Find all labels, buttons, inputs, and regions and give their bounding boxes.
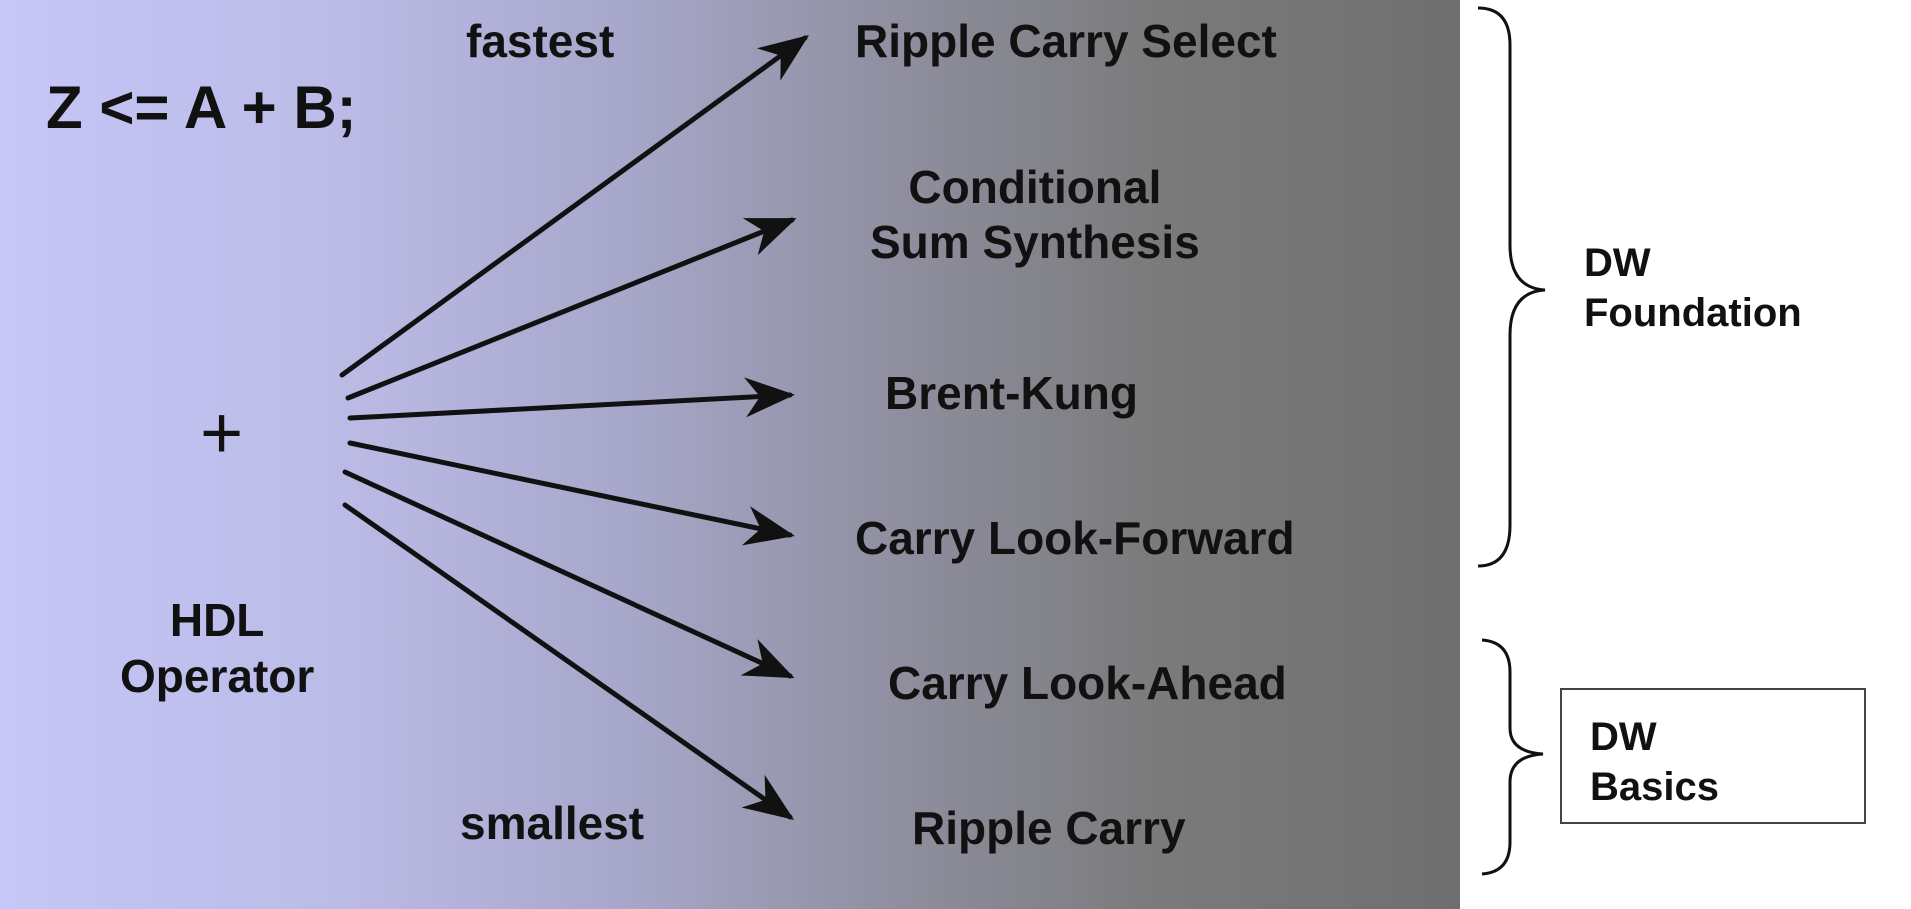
arrow-to-ripple-carry-select [339,35,810,378]
arrow-to-carry-look-ahead [342,469,795,679]
brace-dw-basics [1481,638,1544,876]
dw-basics-box [1560,688,1866,824]
arrow-to-brent-kung [347,377,795,421]
group-dw-foundation: DW Foundation [1584,238,1802,338]
hdl-expression: Z <= A + B; [46,74,357,141]
arch-carry-look-ahead: Carry Look-Ahead [888,657,1287,709]
arrow-to-carry-look-forward [347,440,795,546]
gradient-panel [0,0,1460,909]
brace-dw-foundation [1477,6,1546,568]
operator-label-line-2: Operator [120,650,315,703]
group-dw-basics-line-2: Basics [1590,765,1719,809]
operator-symbol: + [200,391,244,474]
arch-conditional-sum-synthesis: Conditional Sum Synthesis [870,160,1200,270]
label-smallest: smallest [460,797,645,849]
arrow-to-ripple-carry [342,502,795,820]
arrow-to-conditional-sum [345,217,797,401]
group-dw-foundation-line-2: Foundation [1584,291,1802,335]
arch-ripple-carry-select: Ripple Carry Select [855,15,1277,67]
label-fastest: fastest [466,15,615,67]
group-dw-foundation-line-1: DW [1584,241,1651,285]
arch-conditional-line-2: Sum Synthesis [870,216,1200,269]
arch-brent-kung: Brent-Kung [885,367,1138,419]
arch-conditional-line-1: Conditional [908,161,1162,213]
group-dw-basics: DW Basics [1590,712,1719,812]
group-dw-basics-line-1: DW [1590,715,1657,759]
arch-carry-look-forward: Carry Look-Forward [855,512,1295,564]
arch-ripple-carry: Ripple Carry [912,802,1186,854]
operator-label: HDL Operator [120,592,314,704]
operator-label-line-1: HDL [169,594,265,646]
